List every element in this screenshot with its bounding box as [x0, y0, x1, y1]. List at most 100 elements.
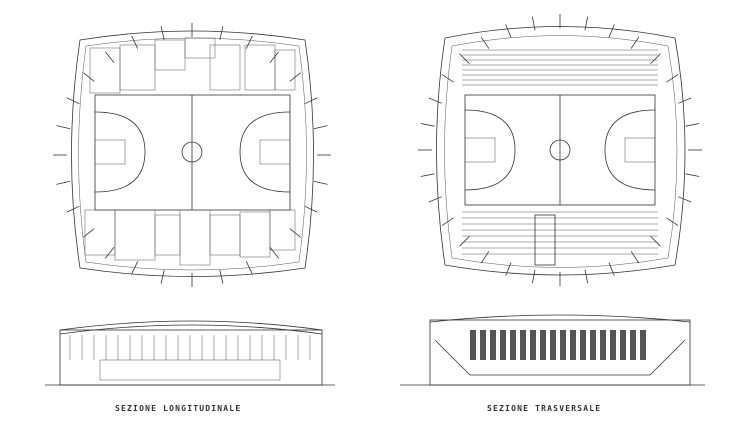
court-level [99, 359, 281, 381]
window [550, 330, 556, 360]
room [209, 214, 241, 256]
rib [608, 262, 615, 276]
center-circle [181, 141, 203, 163]
rib [630, 36, 640, 49]
window [480, 330, 486, 360]
rib [685, 173, 700, 177]
room [119, 44, 156, 91]
rib [160, 26, 165, 41]
stair [534, 214, 556, 266]
rib [678, 97, 692, 104]
rib [428, 97, 442, 104]
rib [219, 26, 224, 41]
rib [56, 125, 71, 130]
rib [83, 228, 95, 238]
plan-outline [436, 26, 686, 276]
three-point-arc-right [239, 111, 291, 193]
rib [650, 53, 661, 65]
floor-plan-left [71, 30, 314, 277]
roof-curve [59, 320, 323, 331]
room [179, 209, 211, 266]
section-details [434, 330, 686, 376]
window [470, 330, 476, 360]
rib [56, 180, 71, 185]
rib [304, 97, 318, 105]
window [510, 330, 516, 360]
key-left [464, 137, 496, 163]
window [570, 330, 576, 360]
rib [531, 269, 536, 284]
rib [666, 74, 679, 83]
window [620, 330, 626, 360]
section-body [429, 319, 691, 386]
rib [608, 24, 615, 38]
rib [630, 251, 640, 264]
roof-curve [429, 314, 691, 323]
rib [83, 72, 95, 82]
window [500, 330, 506, 360]
section-body [59, 329, 323, 386]
rib [420, 173, 435, 177]
window [590, 330, 596, 360]
rib [678, 196, 692, 203]
rib [304, 205, 318, 213]
room [244, 44, 276, 91]
stands-rows [462, 49, 658, 255]
key-right [259, 139, 291, 165]
roof-curve-inner [59, 324, 323, 335]
three-point-arc-left [464, 109, 516, 191]
three-point-arc-right [604, 109, 656, 191]
rib [459, 53, 470, 65]
rib [131, 35, 139, 49]
rib [66, 205, 80, 213]
section-details [69, 335, 311, 381]
plan-outline [71, 30, 314, 277]
rib [441, 74, 454, 83]
rooms-top [89, 37, 296, 94]
rib [289, 72, 301, 82]
key-left [94, 139, 126, 165]
room [154, 214, 181, 256]
basketball-court [94, 94, 291, 211]
rib [650, 235, 661, 247]
section-longitudinal [45, 320, 335, 386]
rib [480, 251, 490, 264]
room [209, 44, 241, 91]
rib [531, 16, 536, 31]
rib [428, 196, 442, 203]
window [530, 330, 536, 360]
floor-plan-right [436, 26, 686, 276]
window [520, 330, 526, 360]
rib [105, 51, 115, 63]
key-right [624, 137, 656, 163]
window [630, 330, 636, 360]
rib [245, 261, 253, 275]
window [610, 330, 616, 360]
room [114, 209, 156, 261]
room [89, 47, 121, 94]
rib [584, 16, 589, 31]
rib [685, 123, 700, 127]
room [269, 209, 296, 251]
window [540, 330, 546, 360]
rib [105, 247, 115, 259]
rib [269, 51, 279, 63]
window [640, 330, 646, 360]
stands-section [434, 339, 686, 376]
rib [245, 35, 253, 49]
rib [459, 235, 470, 247]
rib [269, 247, 279, 259]
rib [66, 97, 80, 105]
rib [219, 269, 224, 284]
window [490, 330, 496, 360]
rib [313, 180, 328, 185]
room [274, 49, 296, 91]
rib [441, 217, 454, 226]
plan-inner-outline [78, 37, 307, 271]
rib [505, 24, 512, 38]
rib [505, 262, 512, 276]
three-point-arc-left [94, 111, 146, 193]
center-circle [549, 139, 571, 161]
